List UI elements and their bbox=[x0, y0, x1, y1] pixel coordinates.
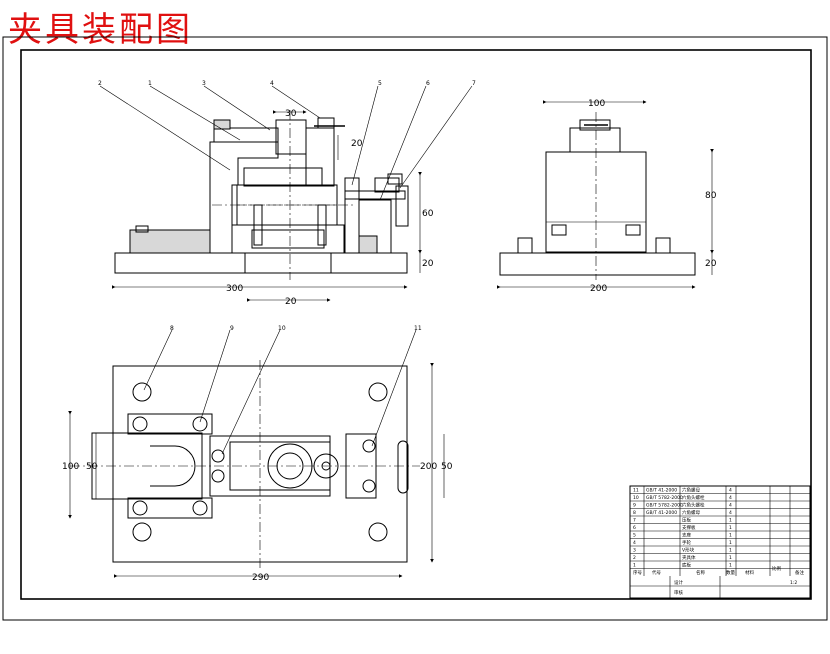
dim-top-100: 100 bbox=[62, 462, 79, 472]
leader-label-7: 7 bbox=[472, 80, 476, 87]
dim-front-30: 30 bbox=[285, 109, 297, 119]
parts-cell-no: 6 bbox=[633, 525, 636, 531]
parts-cell-name: 六角头螺栓 bbox=[682, 502, 705, 509]
parts-cell-qty: 1 bbox=[729, 525, 732, 531]
leader-label-4: 4 bbox=[270, 80, 274, 87]
parts-cell-name: 支撑板 bbox=[682, 524, 696, 531]
parts-cell-name: 六角螺母 bbox=[682, 509, 700, 516]
tb-label-design: 设计 bbox=[674, 579, 683, 586]
leader-label-11: 11 bbox=[414, 325, 422, 332]
sheet-border-inner bbox=[20, 49, 812, 600]
parts-cell-qty: 1 bbox=[729, 563, 732, 569]
dim-side-20: 20 bbox=[705, 259, 717, 269]
parts-cell-qty: 4 bbox=[729, 503, 732, 509]
leader-label-1: 1 bbox=[148, 80, 152, 87]
tb-label-check: 审核 bbox=[674, 589, 683, 596]
parts-cell-qty: 1 bbox=[729, 518, 732, 524]
sheet-border-outer bbox=[2, 36, 828, 621]
parts-cell-qty: 1 bbox=[729, 533, 732, 539]
top-view: 100 50 200 50 290 8 9 10 11 bbox=[62, 325, 453, 583]
tb-label-sheet: 1:2 bbox=[790, 580, 797, 586]
tb-header-name: 名称 bbox=[696, 569, 705, 576]
parts-cell-code: GB/T 5782-2000 bbox=[646, 495, 683, 501]
dim-top-290: 290 bbox=[252, 573, 269, 583]
parts-cell-qty: 1 bbox=[729, 555, 732, 561]
side-view: 100 80 20 200 bbox=[497, 99, 717, 294]
parts-cell-code: GB/T 5782-2000 bbox=[646, 503, 683, 509]
parts-cell-no: 1 bbox=[633, 563, 636, 569]
tb-header-qty: 数量 bbox=[726, 569, 735, 576]
dim-side-80: 80 bbox=[705, 191, 717, 201]
parts-cell-code: GB/T 41-2000 bbox=[646, 510, 677, 516]
leader-label-6: 6 bbox=[426, 80, 430, 87]
dim-side-100: 100 bbox=[588, 99, 605, 109]
parts-cell-name: 六角头螺栓 bbox=[682, 494, 705, 501]
parts-cell-qty: 1 bbox=[729, 540, 732, 546]
leader-label-3: 3 bbox=[202, 80, 206, 87]
parts-cell-qty: 1 bbox=[729, 548, 732, 554]
tb-header-code: 代号 bbox=[652, 569, 661, 576]
parts-cell-no: 9 bbox=[633, 503, 636, 509]
parts-cell-qty: 4 bbox=[729, 510, 732, 516]
parts-cell-no: 4 bbox=[633, 540, 636, 546]
dim-top-200: 200 bbox=[420, 462, 437, 472]
tb-header-remark: 备注 bbox=[795, 569, 804, 576]
parts-cell-no: 10 bbox=[633, 495, 639, 501]
parts-cell-no: 3 bbox=[633, 548, 636, 554]
parts-cell-qty: 4 bbox=[729, 488, 732, 494]
leader-label-5: 5 bbox=[378, 80, 382, 87]
dim-front-20: 20 bbox=[351, 139, 363, 149]
parts-cell-name: V形块 bbox=[682, 547, 695, 554]
leader-label-8: 8 bbox=[170, 325, 174, 332]
dim-side-200: 200 bbox=[590, 284, 607, 294]
parts-cell-name: 六角螺母 bbox=[682, 487, 700, 494]
tb-header-material: 材料 bbox=[745, 569, 754, 576]
parts-cell-name: 压板 bbox=[682, 517, 691, 524]
parts-cell-qty: 4 bbox=[729, 495, 732, 501]
leader-label-2: 2 bbox=[98, 80, 102, 87]
parts-cell-name: 底板 bbox=[682, 562, 691, 569]
tb-header-no: 序号 bbox=[633, 569, 642, 576]
parts-cell-no: 5 bbox=[633, 533, 636, 539]
parts-cell-no: 7 bbox=[633, 518, 636, 524]
leader-label-10: 10 bbox=[278, 325, 286, 332]
dim-top-50b: 50 bbox=[441, 462, 453, 472]
parts-cell-no: 2 bbox=[633, 555, 636, 561]
parts-cell-code: GB/T 41-2000 bbox=[646, 488, 677, 494]
drawing-title: 夹具装配图 bbox=[8, 10, 193, 50]
front-view: 30 20 60 20 300 20 2 1 3 4 5 6 7 bbox=[98, 80, 476, 307]
tb-label-scale: 比例 bbox=[772, 565, 781, 572]
dim-front-20b: 20 bbox=[422, 259, 434, 269]
parts-cell-name: 夹具体 bbox=[682, 554, 696, 561]
parts-cell-name: 支座 bbox=[682, 532, 691, 539]
leader-label-9: 9 bbox=[230, 325, 234, 332]
dim-front-60: 60 bbox=[422, 209, 434, 219]
dim-top-50: 50 bbox=[86, 462, 98, 472]
parts-cell-no: 8 bbox=[633, 510, 636, 516]
parts-cell-name: 手轮 bbox=[682, 539, 691, 546]
dim-front-20c: 20 bbox=[285, 297, 297, 307]
parts-cell-no: 11 bbox=[633, 488, 639, 494]
dim-front-300: 300 bbox=[226, 284, 243, 294]
